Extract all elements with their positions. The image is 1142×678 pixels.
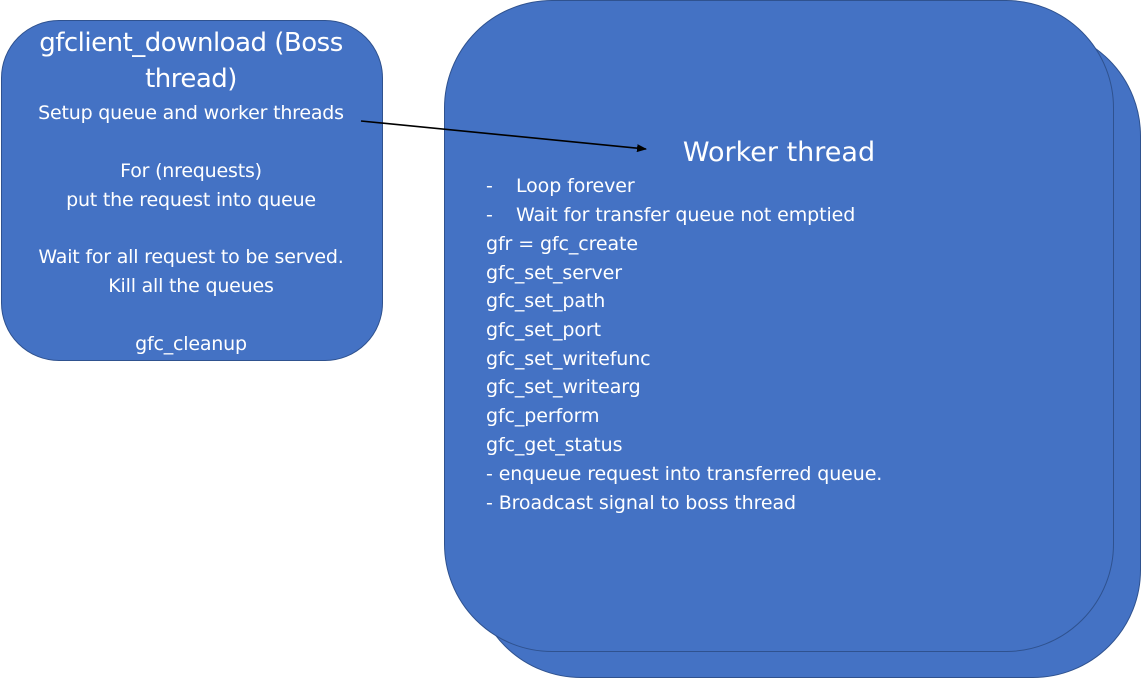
worker-line: gfc_set_server <box>486 262 622 284</box>
worker-bullet-text: Loop forever <box>516 175 635 197</box>
boss-line: Wait for all request to be served. <box>38 246 344 268</box>
worker-line: gfc_set_path <box>486 290 606 312</box>
worker-line: gfc_set_writearg <box>486 376 641 398</box>
boss-line: put the request into queue <box>66 189 316 211</box>
boss-line: Kill all the queues <box>108 275 274 297</box>
worker-line: - Broadcast signal to boss thread <box>486 492 796 514</box>
bullet-dash: - <box>486 175 493 197</box>
worker-line: gfc_perform <box>486 405 600 427</box>
worker-line: gfc_set_writefunc <box>486 348 651 370</box>
boss-line: gfc_cleanup <box>135 333 247 355</box>
boss-title-line2: thread) <box>145 64 237 94</box>
worker-bullet-text: Wait for transfer queue not emptied <box>516 204 856 226</box>
boss-line: For (nrequests) <box>120 160 262 182</box>
worker-thread-box <box>444 0 1114 652</box>
worker-line: gfc_get_status <box>486 434 623 456</box>
worker-bullet-item: - Wait for transfer queue not emptied <box>486 201 855 230</box>
boss-line: Setup queue and worker threads <box>38 102 344 124</box>
worker-line: - enqueue request into transferred queue… <box>486 463 883 485</box>
boss-thread-box <box>1 20 383 361</box>
worker-bullet-item: - Loop forever <box>486 172 635 201</box>
worker-line: gfc_set_port <box>486 319 601 341</box>
bullet-dash: - <box>486 204 493 226</box>
boss-title-line1: gfclient_download (Boss <box>39 28 343 58</box>
worker-line: gfr = gfc_create <box>486 233 638 255</box>
worker-title: Worker thread <box>682 137 876 168</box>
